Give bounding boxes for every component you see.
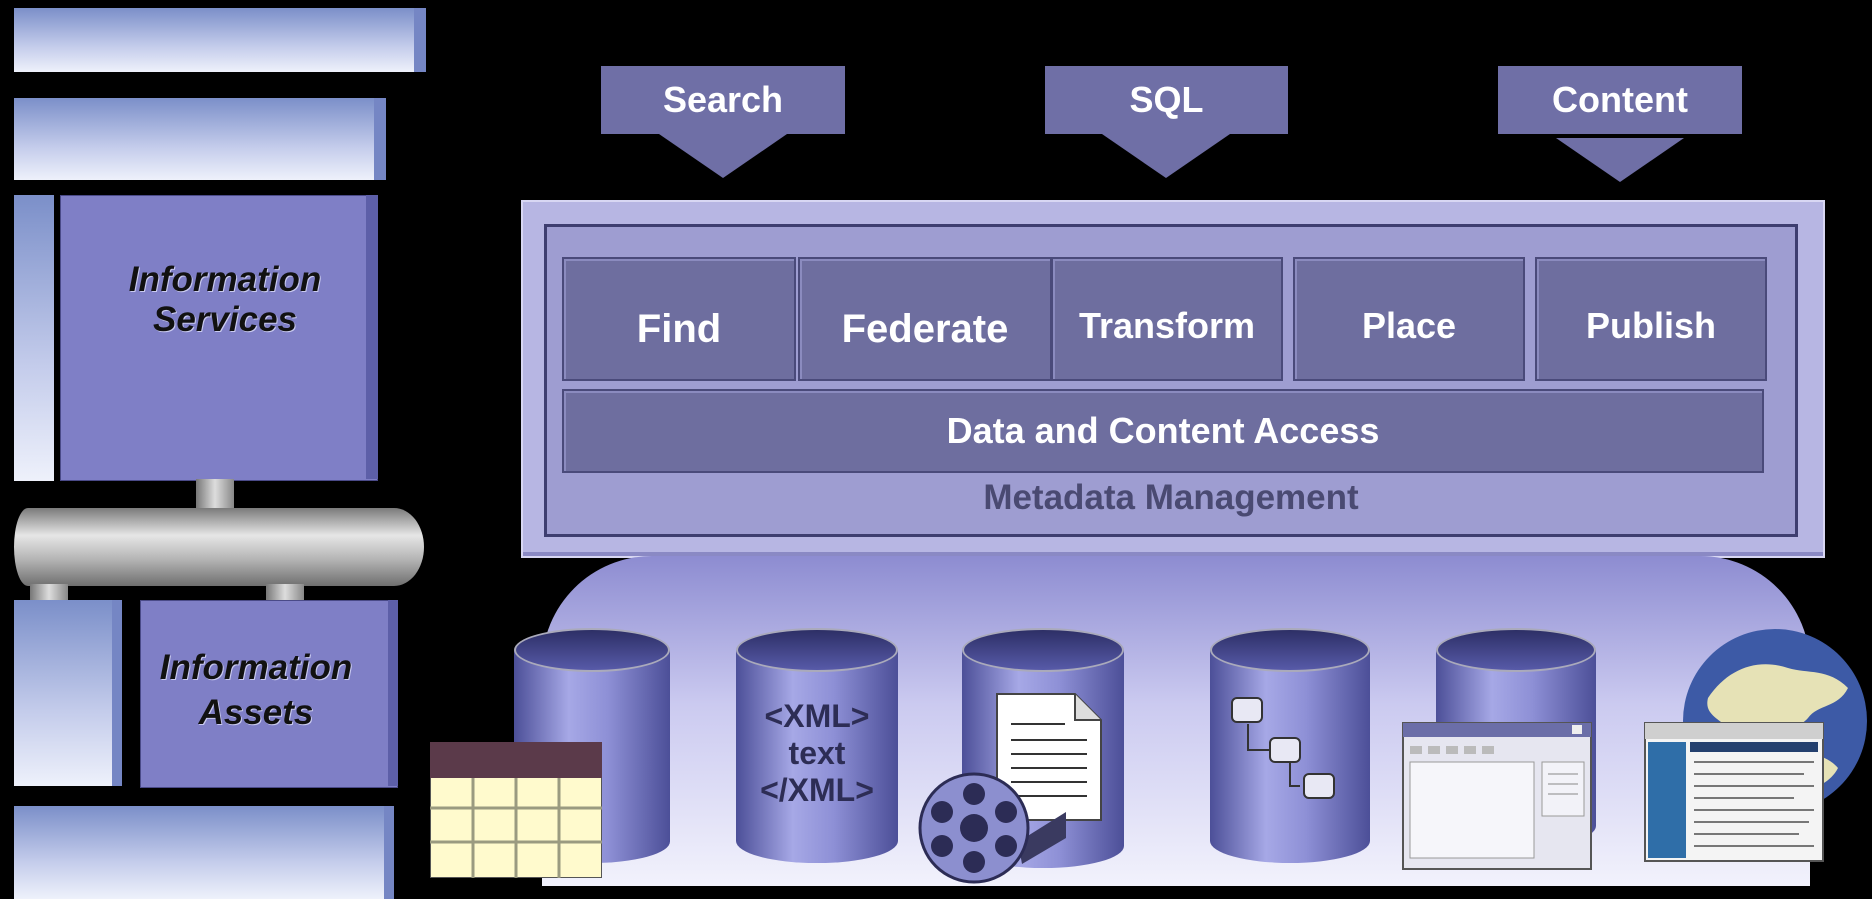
database-cylinder-4 — [1210, 628, 1370, 863]
function-publish: Publish — [1535, 257, 1767, 381]
publish-label: Publish — [1585, 305, 1716, 346]
xml-text: text — [788, 735, 846, 771]
federate-label: Federate — [841, 307, 1009, 351]
content-label: Content — [1498, 66, 1742, 134]
stack-layer-bar-3-side — [384, 806, 394, 899]
down-arrow-icon — [659, 134, 787, 178]
stack-layer-bar-2-side — [374, 98, 386, 180]
information-services-panel — [60, 195, 378, 481]
metadata-management-label: Metadata Management — [983, 478, 1359, 517]
function-transform: Transform — [1051, 257, 1283, 381]
sql-label: SQL — [1045, 66, 1288, 134]
film-reel-icon — [918, 772, 1068, 884]
document-icon — [995, 692, 1103, 822]
xml-database-icon: <XML> text </XML> — [736, 628, 898, 863]
service-bus-pipe — [14, 508, 424, 586]
services-side-bar — [14, 195, 54, 481]
workflow-icon — [1230, 696, 1340, 806]
assets-connector-left — [30, 584, 68, 600]
data-sources-backdrop — [542, 556, 1810, 886]
information-assets-label: Information Assets — [159, 648, 353, 732]
find-label: Find — [636, 307, 722, 351]
services-connector — [196, 479, 234, 511]
stack-layer-bar-2 — [14, 98, 376, 180]
application-window-icon — [1402, 722, 1592, 870]
xml-close-tag: </XML> — [760, 772, 874, 808]
down-arrow-icon — [1556, 138, 1684, 182]
data-content-access-layer: Data and Content Access — [562, 389, 1764, 473]
data-content-access-label: Data and Content Access — [946, 410, 1380, 451]
transform-label: Transform — [1078, 305, 1256, 346]
information-assets-panel — [140, 600, 398, 788]
information-assets-panel-side — [388, 600, 398, 786]
stack-layer-bar-1-side — [414, 8, 426, 72]
table-icon — [429, 741, 603, 879]
search-label: Search — [601, 66, 845, 134]
function-place: Place — [1293, 257, 1525, 381]
xml-open-tag: <XML> — [764, 698, 870, 734]
function-find: Find — [562, 257, 796, 381]
assets-side-bar-edge — [112, 600, 122, 786]
assets-side-bar — [14, 600, 114, 786]
assets-connector-right — [266, 584, 304, 600]
down-arrow-icon — [1102, 134, 1230, 178]
information-services-label: Information Services — [128, 260, 322, 339]
information-services-panel-side — [366, 195, 378, 479]
webpage-icon — [1644, 722, 1824, 862]
place-label: Place — [1361, 305, 1457, 346]
function-federate: Federate — [798, 257, 1052, 381]
stack-layer-bar-3 — [14, 806, 386, 899]
stack-layer-bar-1 — [14, 8, 416, 72]
